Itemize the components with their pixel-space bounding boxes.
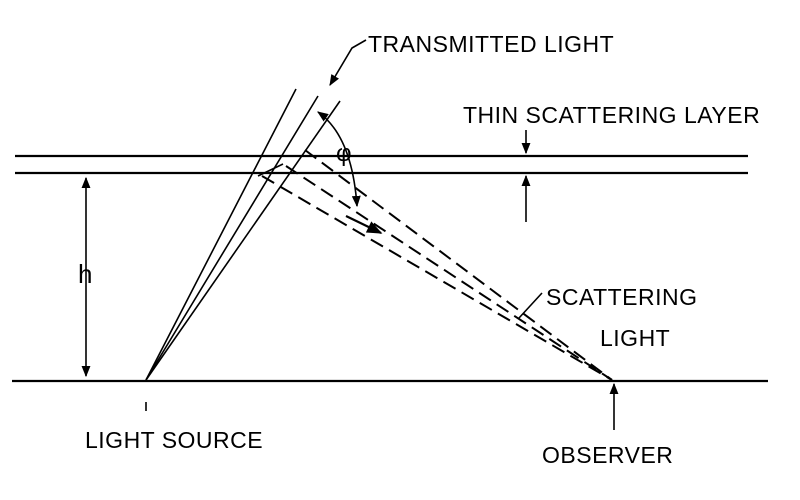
layer-cross-line: [257, 163, 284, 177]
scattering-light-label-line1: SCATTERING: [546, 284, 698, 310]
light-rays: [145, 88, 341, 381]
scattering-light-leader: [518, 292, 543, 319]
light-source-label: LIGHT SOURCE: [85, 427, 263, 453]
thin-scattering-layer-label: THIN SCATTERING LAYER: [463, 102, 760, 128]
angle-phi-label: φ: [336, 140, 352, 167]
scattered-ray: [261, 175, 613, 381]
light-ray: [145, 95, 319, 381]
scattering-light-label-line2: LIGHT: [600, 325, 670, 351]
transmitted-light-leader: [329, 39, 367, 86]
observer-label: OBSERVER: [542, 442, 673, 468]
light-ray: [145, 100, 341, 381]
light-ray: [145, 88, 297, 381]
scattered-ray: [285, 165, 613, 381]
scattered-direction-arrow: [345, 215, 383, 234]
height-label: h: [78, 259, 92, 289]
scattered-light-rays: [261, 149, 613, 381]
transmitted-light-label: TRANSMITTED LIGHT: [368, 31, 614, 57]
scattered-ray: [304, 149, 613, 381]
angle-arc: [317, 111, 361, 208]
